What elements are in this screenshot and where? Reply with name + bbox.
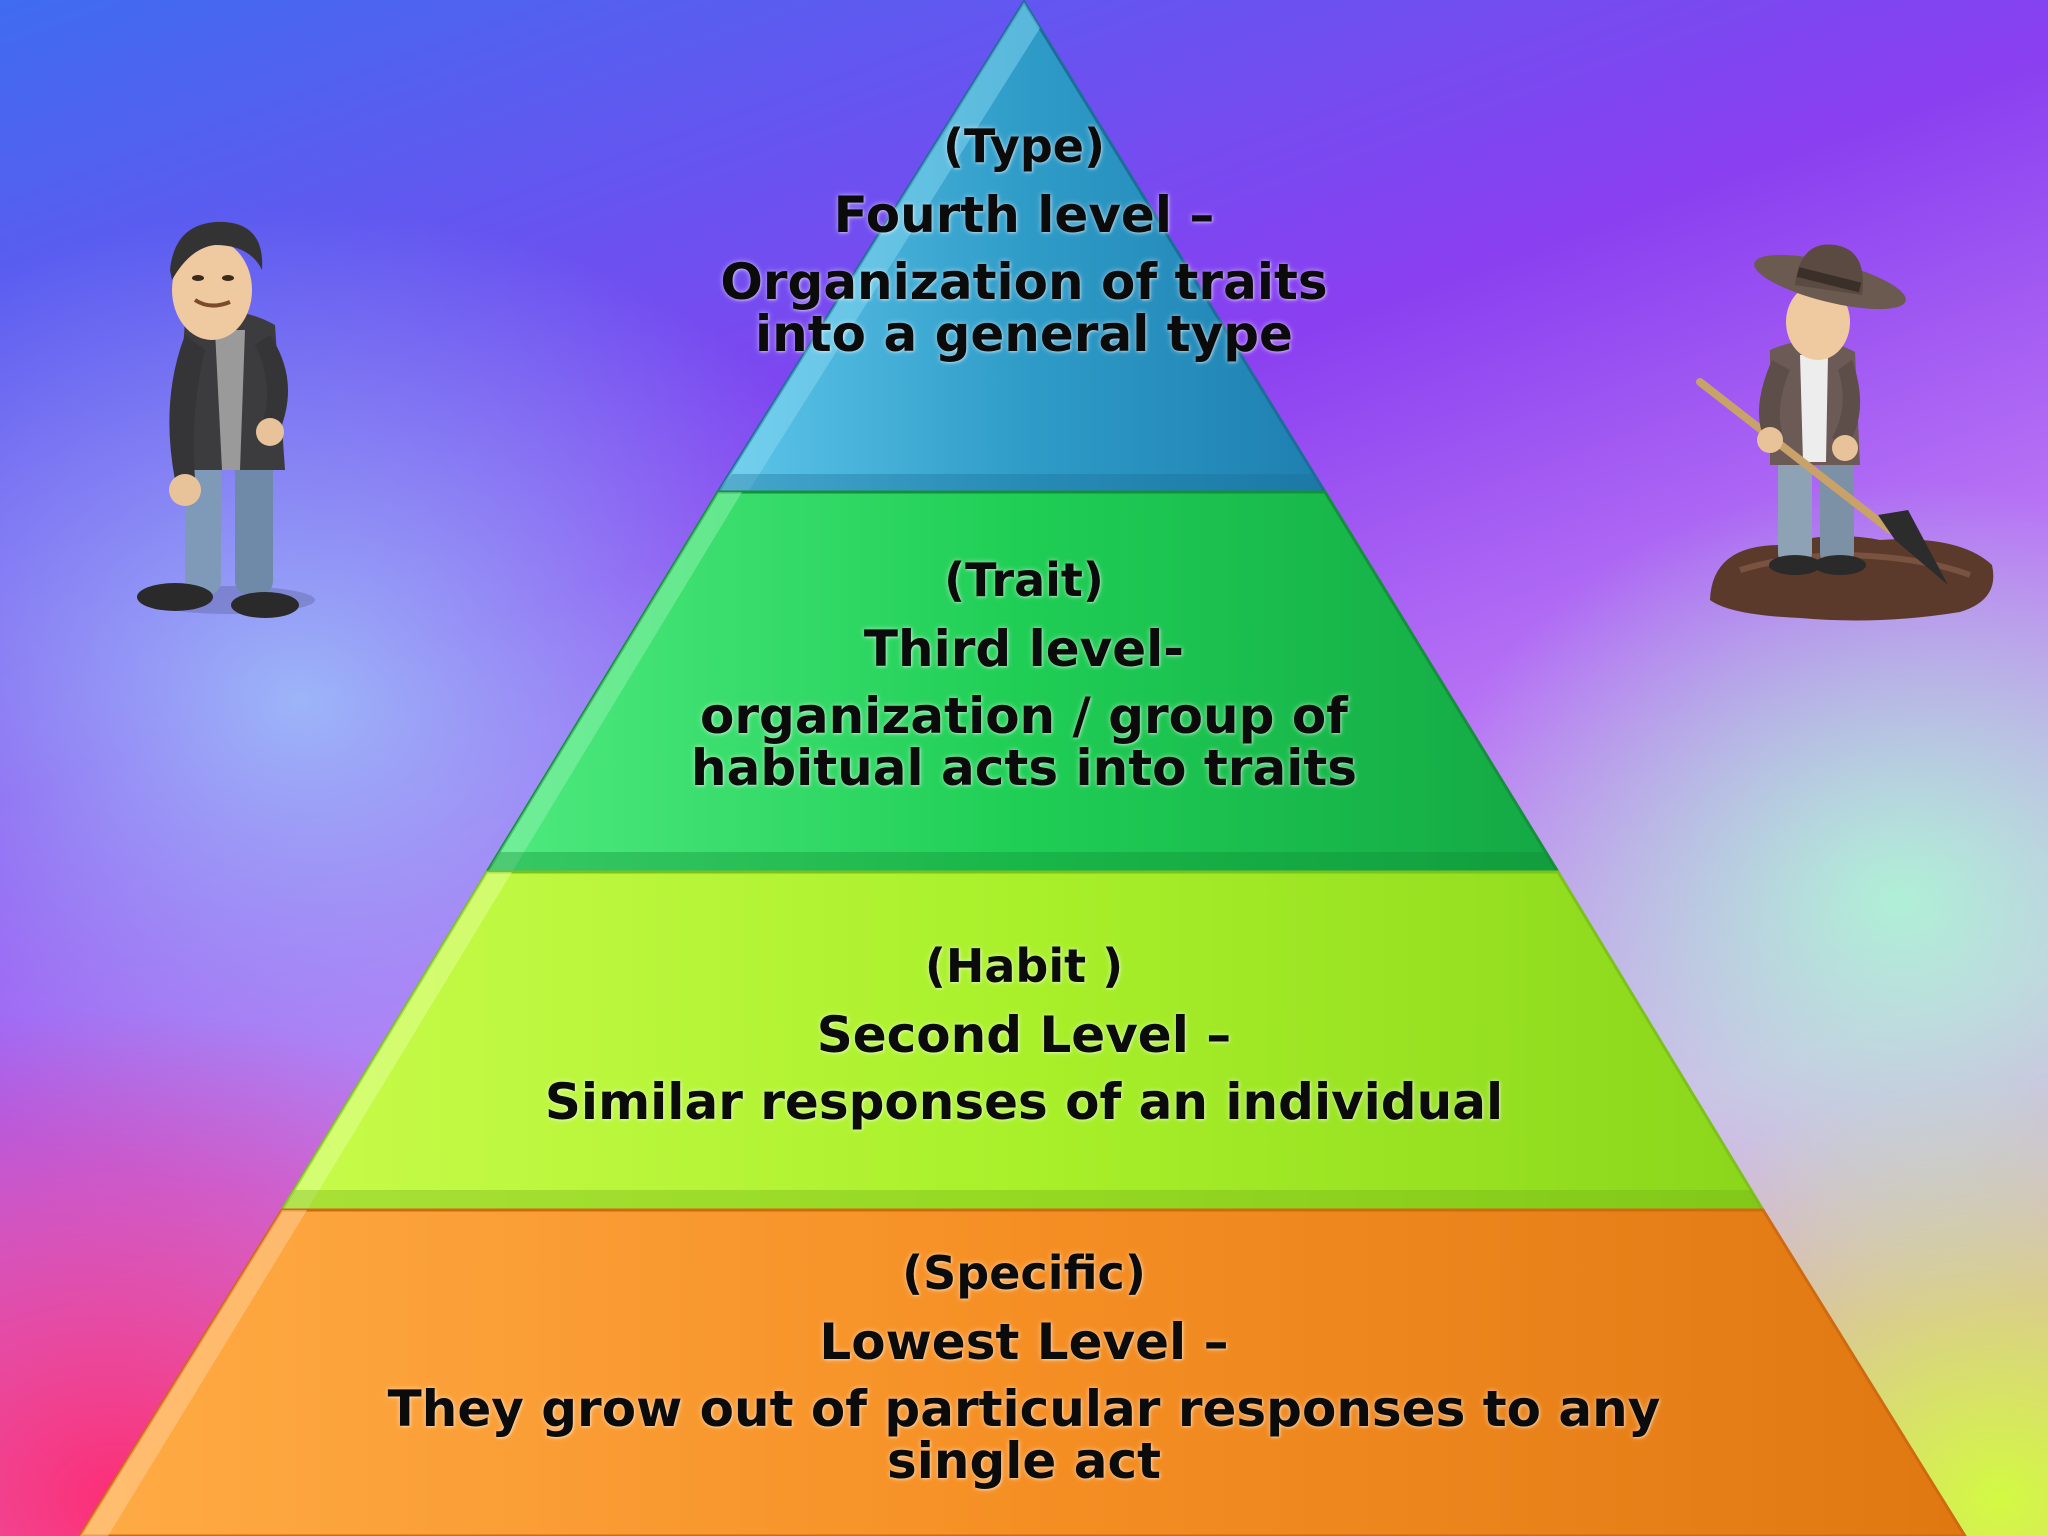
tier-trait-text: (Trait) Third level- organization / grou… bbox=[0, 552, 2048, 794]
digging-cowboy-cartoon-icon bbox=[1696, 244, 1994, 621]
habit-tag: (Habit ) bbox=[924, 939, 1124, 993]
trait-tag: (Trait) bbox=[944, 553, 1104, 607]
specific-tag: (Specific) bbox=[902, 1246, 1146, 1300]
type-tag: (Type) bbox=[942, 119, 1106, 173]
tier-type-shape bbox=[715, 0, 1328, 494]
habit-description: Similar responses of an individual bbox=[544, 1073, 1504, 1131]
tier-specific-text: (Specific) Lowest Level – They grow out … bbox=[0, 1245, 2048, 1487]
type-description: Organization of traits into a general ty… bbox=[720, 253, 1328, 363]
specific-level: Lowest Level – bbox=[819, 1313, 1229, 1371]
trait-level: Third level- bbox=[863, 620, 1185, 678]
habit-level: Second Level – bbox=[816, 1006, 1232, 1064]
tier-type-text: (Type) Fourth level – Organization of tr… bbox=[0, 118, 2048, 360]
tier-specific-shape bbox=[78, 1208, 1967, 1536]
walking-cartoon-man-icon bbox=[137, 221, 315, 618]
specific-description: They grow out of particular responses to… bbox=[387, 1380, 1661, 1490]
type-level: Fourth level – bbox=[833, 186, 1215, 244]
tier-trait-shape bbox=[484, 490, 1561, 874]
trait-description: organization / group of habitual acts in… bbox=[691, 687, 1357, 797]
tier-habit-text: (Habit ) Second Level – Similar response… bbox=[0, 938, 2048, 1128]
tier-habit-shape bbox=[279, 870, 1766, 1212]
